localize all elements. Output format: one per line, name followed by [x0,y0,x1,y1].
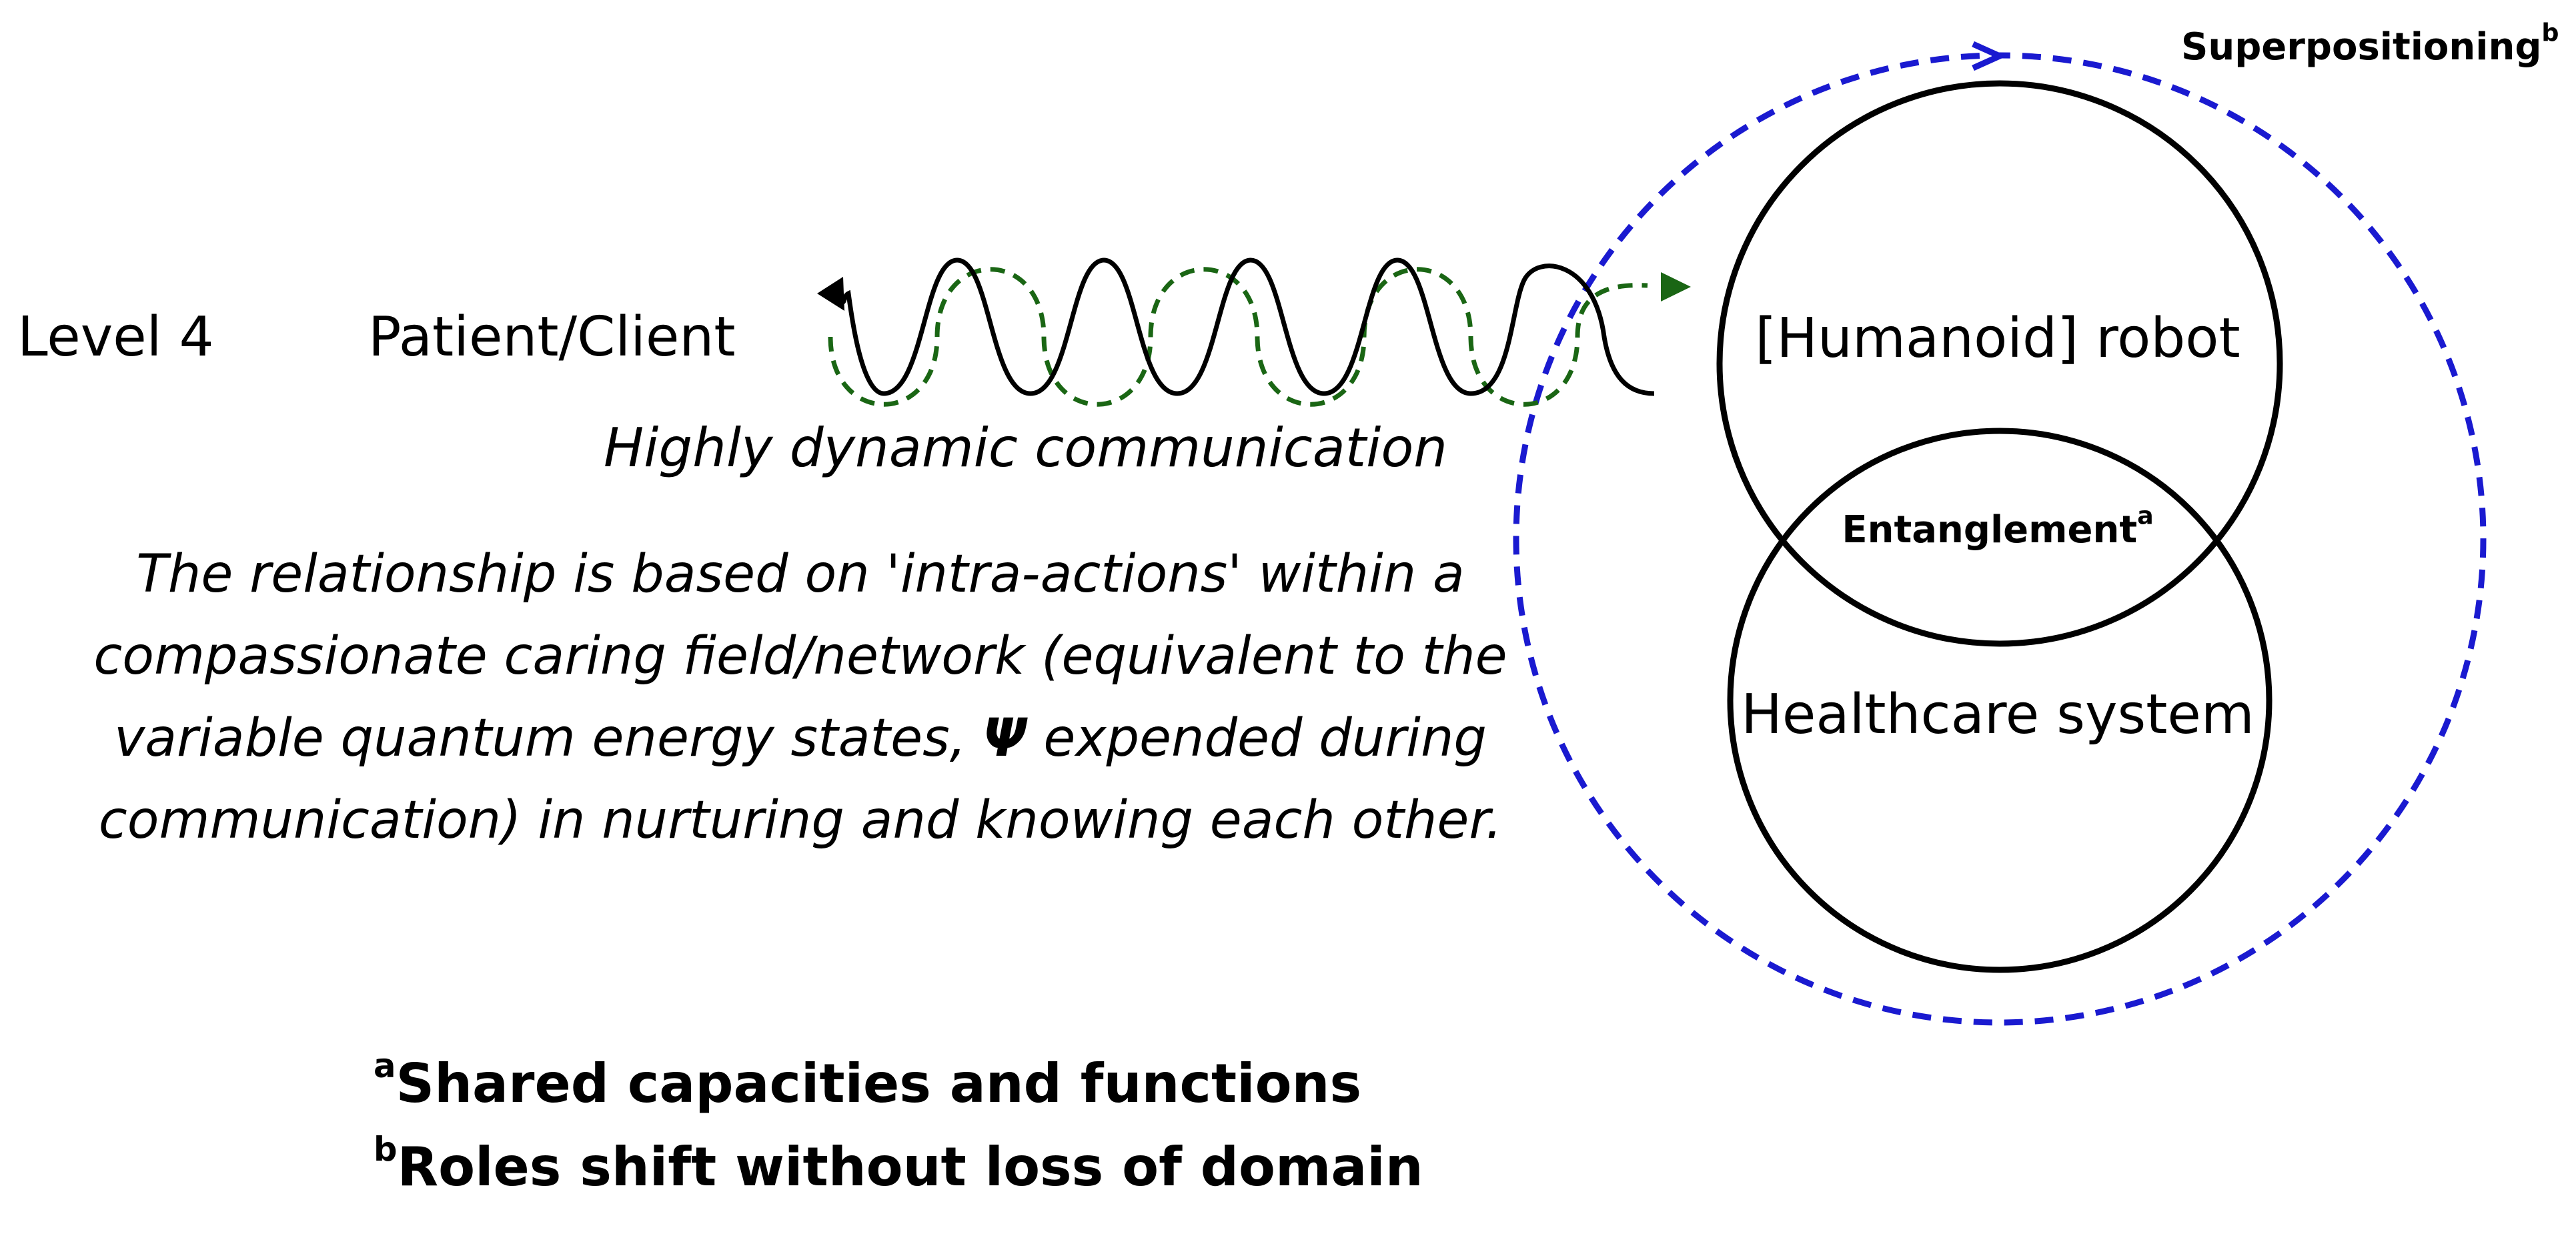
footnote-b-marker: b [374,1129,398,1169]
footnote-a: aShared capacities and functions [374,1049,1362,1115]
psi-symbol: Ψ [983,708,1027,768]
communication-wave-dashed [828,267,1648,407]
entanglement-marker: a [2137,501,2154,530]
level-label: Level 4 [17,305,214,369]
relationship-description: The relationship is based on 'intra-acti… [93,534,1507,862]
entanglement-label: Entanglementa [1801,504,2194,552]
healthcare-circle [1727,428,2273,973]
superpositioning-marker: b [2541,18,2559,47]
healthcare-system-label: Healthcare system [1741,683,2255,746]
patient-client-label: Patient/Client [368,305,736,369]
communication-label: Highly dynamic communication [604,417,1447,479]
footnote-b: bRoles shift without loss of domain [374,1133,1423,1198]
communication-wave-dashed-arrow-icon [1661,272,1691,301]
communication-wave-solid-arrow-icon [817,277,844,311]
communication-wave-solid [836,257,1655,396]
footnote-b-text: Roles shift without loss of domain [397,1136,1423,1198]
footnote-a-marker: a [374,1046,396,1085]
robot-circle [1716,80,2283,647]
entanglement-text: Entanglement [1842,508,2138,552]
humanoid-robot-label: [Humanoid] robot [1755,307,2240,370]
relationship-text-part-1: The relationship is based on 'intra-acti… [93,544,1507,768]
relationship-text-part-2: expended during communication) in nurtur… [98,708,1503,850]
superpositioning-label: Superpositioningb [2181,21,2559,69]
superpositioning-arrow-icon [1972,41,2007,71]
superpositioning-text: Superpositioning [2181,25,2542,69]
footnote-a-text: Shared capacities and functions [396,1053,1362,1115]
